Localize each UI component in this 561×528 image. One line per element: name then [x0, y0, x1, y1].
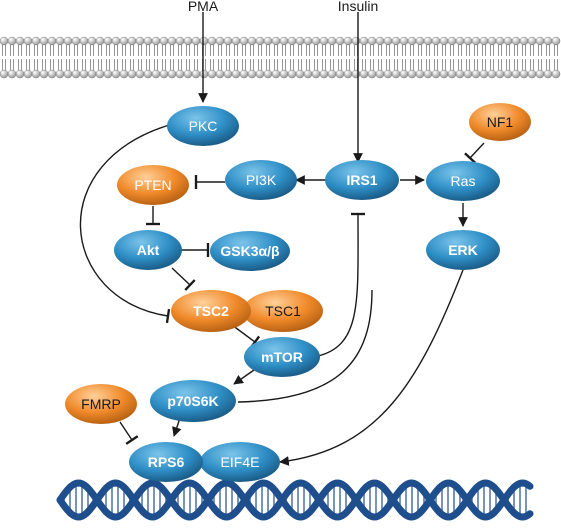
svg-text:EIF4E: EIF4E — [221, 454, 260, 470]
svg-text:IRS1: IRS1 — [346, 172, 377, 188]
node-irs1: IRS1 — [325, 160, 399, 200]
svg-text:Ras: Ras — [451, 173, 476, 189]
svg-text:p70S6K: p70S6K — [167, 393, 218, 409]
edge-nf1-ras — [464, 142, 485, 164]
edge-tsc2-mtor — [231, 324, 261, 349]
node-ras: Ras — [426, 161, 500, 201]
svg-text:PKC: PKC — [189, 118, 218, 134]
dna-helix — [56, 479, 534, 521]
node-rps6: RPS6 — [129, 442, 203, 482]
svg-text:ERK: ERK — [448, 242, 478, 258]
cell-membrane — [0, 36, 561, 79]
node-tsc2: TSC2 — [171, 290, 251, 332]
svg-text:TSC1: TSC1 — [265, 303, 301, 319]
edge-erk-eif4e — [279, 269, 464, 466]
node-erk: ERK — [426, 230, 500, 270]
node-eif4e: EIF4E — [200, 442, 280, 482]
node-akt: Akt — [114, 230, 182, 270]
svg-text:mTOR: mTOR — [261, 349, 303, 365]
node-pten: PTEN — [117, 165, 189, 205]
svg-text:RPS6: RPS6 — [148, 454, 185, 470]
pathway-nodes: PKC NF1 PTEN PI3K IRS1 Ras Akt GSK3α/β — [65, 103, 531, 482]
node-p70s6k: p70S6K — [150, 380, 236, 422]
edge-p70s6k-irs1 — [237, 289, 373, 403]
node-mtor: mTOR — [244, 337, 320, 377]
svg-text:NF1: NF1 — [487, 114, 514, 130]
edge-mtor-irs1 — [317, 212, 366, 357]
svg-text:TSC2: TSC2 — [193, 303, 229, 319]
edge-mtor-p70s6k — [233, 369, 255, 385]
pma-label: PMA — [188, 0, 219, 14]
node-fmrp: FMRP — [65, 384, 137, 424]
node-tsc1: TSC1 — [243, 290, 323, 332]
svg-text:GSK3α/β: GSK3α/β — [220, 243, 280, 259]
edge-akt-tsc2 — [171, 267, 196, 291]
pathway-edges — [79, 12, 485, 466]
edge-pkc-tsc2 — [79, 122, 177, 324]
svg-text:PTEN: PTEN — [134, 177, 171, 193]
svg-text:FMRP: FMRP — [81, 396, 121, 412]
svg-text:PI3K: PI3K — [246, 172, 277, 188]
node-pkc: PKC — [167, 106, 239, 146]
node-pi3k: PI3K — [225, 160, 297, 200]
insulin-label: Insulin — [338, 0, 378, 14]
node-gsk3: GSK3α/β — [210, 231, 290, 271]
svg-text:Akt: Akt — [137, 242, 160, 258]
edge-fmrp-rps6 — [119, 421, 139, 445]
edge-p70s6k-rps6 — [172, 417, 182, 437]
node-nf1: NF1 — [469, 103, 531, 141]
